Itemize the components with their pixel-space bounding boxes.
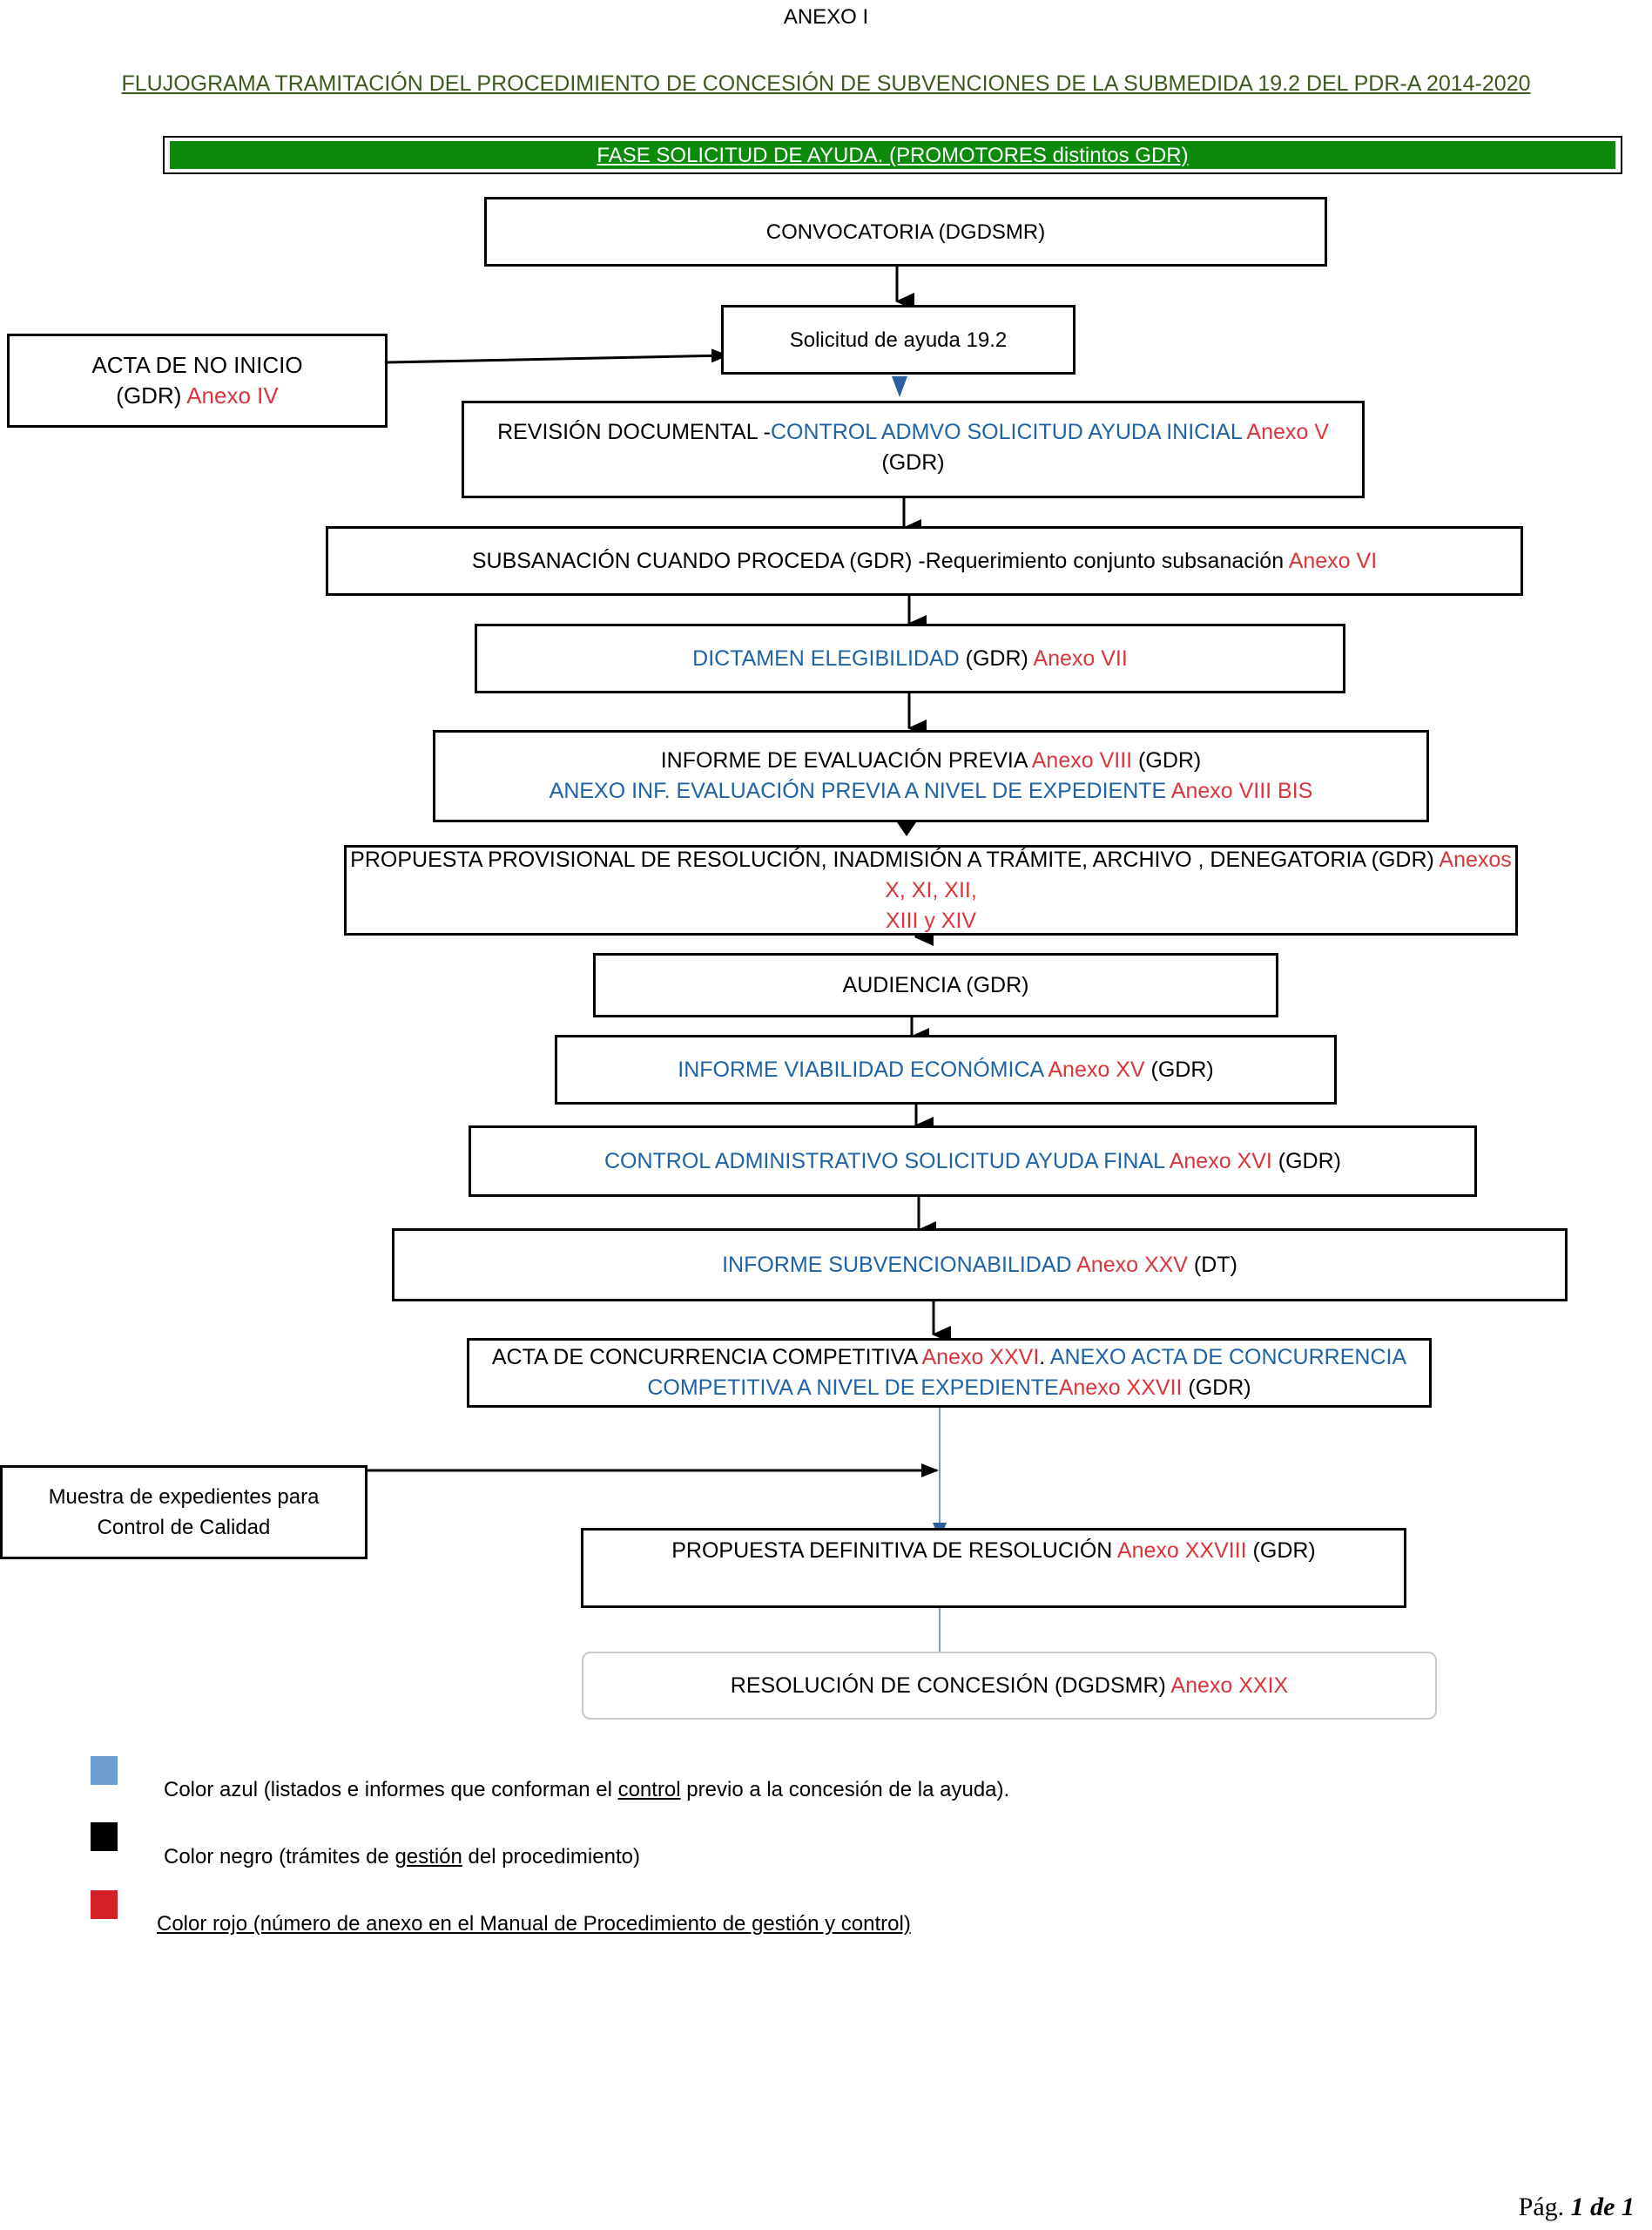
muestra-box: Muestra de expedientes para Control de C… bbox=[0, 1465, 367, 1559]
viabilidad-label: INFORME VIABILIDAD ECONÓMICA Anexo XV (G… bbox=[678, 1057, 1214, 1082]
subvencionabilidad-box: INFORME SUBVENCIONABILIDAD Anexo XXV (DT… bbox=[392, 1228, 1568, 1301]
dictamen-box: DICTAMEN ELEGIBILIDAD (GDR) Anexo VII bbox=[475, 624, 1345, 693]
resolucion-box: RESOLUCIÓN DE CONCESIÓN (DGDSMR) Anexo X… bbox=[582, 1652, 1437, 1720]
control-final-box: CONTROL ADMINISTRATIVO SOLICITUD AYUDA F… bbox=[469, 1125, 1477, 1197]
muestra-line2: Control de Calidad bbox=[97, 1516, 271, 1539]
acta-concurrencia-line2: COMPETITIVA A NIVEL DE EXPEDIENTEAnexo X… bbox=[647, 1375, 1251, 1400]
anexo-title: ANEXO I bbox=[783, 5, 869, 29]
acta-no-inicio-box: ACTA DE NO INICIO (GDR) Anexo IV bbox=[7, 334, 388, 428]
dictamen-label: DICTAMEN ELEGIBILIDAD (GDR) Anexo VII bbox=[692, 645, 1128, 671]
propuesta-definitiva-label: PROPUESTA DEFINITIVA DE RESOLUCIÓN Anexo… bbox=[671, 1538, 1316, 1563]
solicitud-box: Solicitud de ayuda 19.2 bbox=[721, 305, 1075, 375]
fase-banner: FASE SOLICITUD DE AYUDA. (PROMOTORES dis… bbox=[163, 136, 1622, 174]
informe-evaluacion-line2: ANEXO INF. EVALUACIÓN PREVIA A NIVEL DE … bbox=[549, 779, 1313, 803]
arrow-informe-propuesta bbox=[897, 822, 916, 836]
subsanacion-label: SUBSANACIÓN CUANDO PROCEDA (GDR) -Requer… bbox=[471, 548, 1378, 573]
subvencionabilidad-label: INFORME SUBVENCIONABILIDAD Anexo XXV (DT… bbox=[722, 1252, 1237, 1277]
legend-red-text: Color rojo (número de anexo en el Manual… bbox=[157, 1912, 911, 1936]
muestra-line1: Muestra de expedientes para bbox=[48, 1485, 320, 1509]
control-final-label: CONTROL ADMINISTRATIVO SOLICITUD AYUDA F… bbox=[603, 1148, 1341, 1173]
legend-black-swatch bbox=[91, 1822, 118, 1851]
resolucion-label: RESOLUCIÓN DE CONCESIÓN (DGDSMR) Anexo X… bbox=[730, 1672, 1289, 1698]
fase-banner-label: FASE SOLICITUD DE AYUDA. (PROMOTORES dis… bbox=[170, 141, 1615, 169]
propuesta-definitiva-box: PROPUESTA DEFINITIVA DE RESOLUCIÓN Anexo… bbox=[581, 1528, 1406, 1608]
acta-concurrencia-line1: ACTA DE CONCURRENCIA COMPETITIVA Anexo X… bbox=[491, 1345, 1407, 1369]
legend-red-swatch bbox=[91, 1890, 118, 1919]
subsanacion-box: SUBSANACIÓN CUANDO PROCEDA (GDR) -Requer… bbox=[326, 526, 1523, 596]
revision-documental-box: REVISIÓN DOCUMENTAL -CONTROL ADMVO SOLIC… bbox=[462, 401, 1365, 498]
arrow-acta-solicitud bbox=[387, 348, 729, 364]
audiencia-label: AUDIENCIA (GDR) bbox=[842, 972, 1029, 997]
informe-evaluacion-box: INFORME DE EVALUACIÓN PREVIA Anexo VIII … bbox=[433, 730, 1429, 822]
revision-documental-label: REVISIÓN DOCUMENTAL -CONTROL ADMVO SOLIC… bbox=[497, 420, 1329, 475]
convocatoria-box: CONVOCATORIA (DGDSMR) bbox=[484, 197, 1327, 267]
propuesta-provisional-line1: PROPUESTA PROVISIONAL DE RESOLUCIÓN, INA… bbox=[350, 847, 1512, 902]
audiencia-box: AUDIENCIA (GDR) bbox=[593, 953, 1278, 1017]
propuesta-provisional-line2: XIII y XIV bbox=[885, 908, 977, 933]
legend-blue-text: Color azul (listados e informes que conf… bbox=[164, 1778, 1010, 1801]
acta-concurrencia-box: ACTA DE CONCURRENCIA COMPETITIVA Anexo X… bbox=[467, 1338, 1432, 1408]
flujograma-title: FLUJOGRAMA TRAMITACIÓN DEL PROCEDIMIENTO… bbox=[121, 71, 1531, 96]
informe-evaluacion-line1: INFORME DE EVALUACIÓN PREVIA Anexo VIII … bbox=[660, 748, 1202, 773]
legend-blue-swatch bbox=[91, 1756, 118, 1785]
arrow-solicitud-revision bbox=[892, 376, 907, 397]
convocatoria-label: CONVOCATORIA (DGDSMR) bbox=[765, 220, 1046, 244]
solicitud-label: Solicitud de ayuda 19.2 bbox=[789, 328, 1008, 352]
legend-black-text: Color negro (trámites de gestión del pro… bbox=[164, 1845, 640, 1868]
page-number: Pág. 1 de 1 bbox=[1518, 2193, 1635, 2221]
acta-no-inicio-line1: ACTA DE NO INICIO bbox=[91, 352, 303, 378]
viabilidad-box: INFORME VIABILIDAD ECONÓMICA Anexo XV (G… bbox=[555, 1035, 1337, 1105]
acta-no-inicio-line2: (GDR) Anexo IV bbox=[116, 382, 279, 409]
propuesta-provisional-box: PROPUESTA PROVISIONAL DE RESOLUCIÓN, INA… bbox=[344, 845, 1518, 936]
